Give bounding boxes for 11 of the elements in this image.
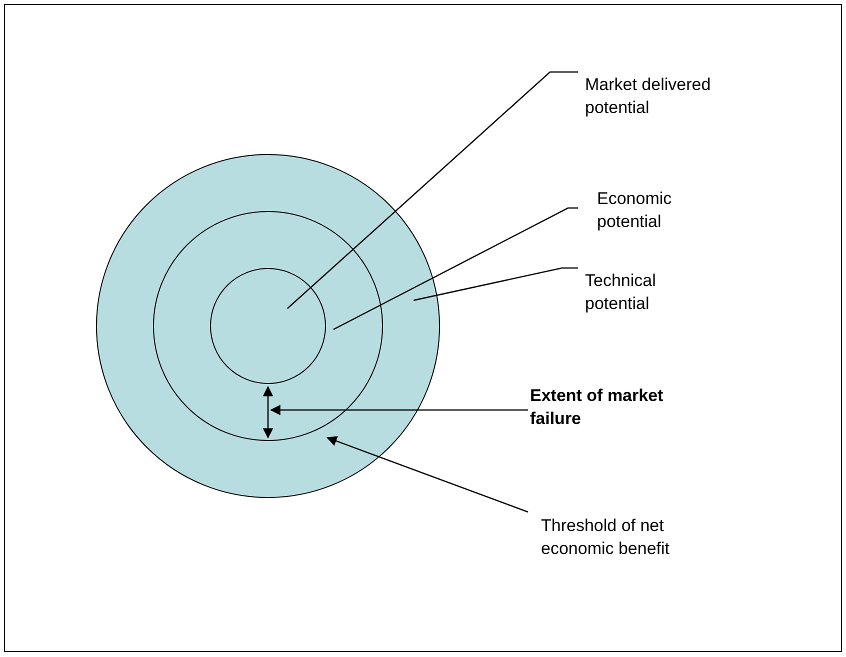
- arrow: [262, 386, 274, 439]
- leader-line: [414, 267, 578, 301]
- leader-line: [333, 207, 578, 330]
- callout-label: Technical potential: [585, 269, 705, 315]
- leader-line: [286, 71, 578, 310]
- arrow: [326, 436, 528, 513]
- callout-label: Threshold of net economic benefit: [541, 514, 741, 560]
- callout-label: Extent of market failure: [530, 384, 700, 430]
- callout-label: Market delivered potential: [585, 73, 715, 119]
- callout-label: Economic potential: [597, 187, 717, 233]
- arrow: [270, 404, 528, 416]
